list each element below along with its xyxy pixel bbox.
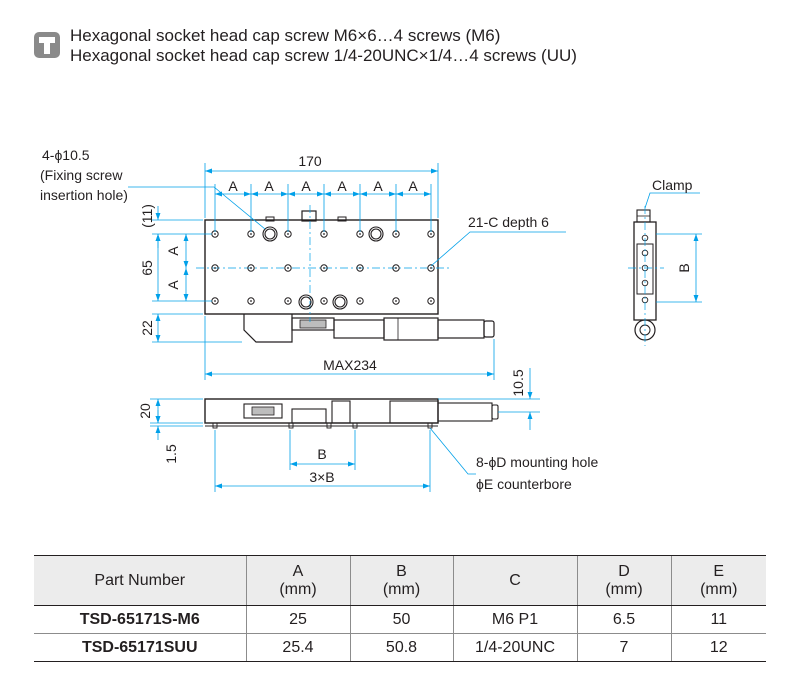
dim-65: 65 (139, 260, 155, 276)
col-d: D(mm) (576, 555, 671, 606)
cell-part-number: TSD-65171S-M6 (34, 605, 246, 634)
dim-b-end: B (676, 263, 692, 272)
dim-a-1: A (228, 178, 238, 194)
cell-b: 50 (349, 605, 453, 634)
dim-a-v1: A (165, 246, 181, 256)
col-a: A(mm) (245, 555, 350, 606)
cell-e: 11 (670, 605, 766, 634)
table-row: TSD-65171SUU 25.4 50.8 1/4-20UNC 7 12 (34, 633, 766, 662)
dim-a-v2: A (165, 280, 181, 290)
dimension-drawing: 170 A A A A A A (11) 65 22 A A MAX234 4-… (40, 147, 702, 492)
dim-max234: MAX234 (323, 357, 377, 373)
cell-e: 12 (670, 633, 766, 662)
dim-1-5: 1.5 (163, 444, 179, 464)
table-header-row: Part Number A(mm) B(mm) C D(mm) E(mm) (34, 555, 766, 606)
cell-a: 25 (245, 605, 350, 634)
cell-d: 7 (576, 633, 671, 662)
header: Hexagonal socket head cap screw M6×6…4 s… (34, 26, 774, 70)
col-e: E(mm) (670, 555, 766, 606)
col-c: C (452, 555, 577, 606)
cell-d: 6.5 (576, 605, 671, 634)
dim-a-5: A (373, 178, 383, 194)
front-view: 20 1.5 10.5 B 3×B 8-ϕD mounting hole ϕE … (137, 368, 598, 492)
cell-part-number: TSD-65171SUU (34, 633, 246, 662)
dim-a-2: A (264, 178, 274, 194)
dim-10-5: 10.5 (510, 369, 526, 396)
clamp-label: Clamp (652, 177, 693, 193)
screw-spec-uu: Hexagonal socket head cap screw 1/4-20UN… (70, 46, 577, 65)
cell-c: M6 P1 (452, 605, 577, 634)
dim-a-3: A (301, 178, 311, 194)
tap-label: 21-C depth 6 (468, 214, 549, 230)
dim-20: 20 (137, 403, 153, 419)
top-view: 170 A A A A A A (11) 65 22 A A MAX234 4-… (40, 147, 566, 380)
hole-note-1: (Fixing screw (40, 167, 123, 183)
hole-note-2: insertion hole) (40, 187, 128, 203)
hole-label: 4-ϕ10.5 (42, 147, 90, 163)
dim-3b: 3×B (309, 469, 334, 485)
counterbore-label: ϕE counterbore (476, 476, 572, 492)
mount-hole-label: 8-ϕD mounting hole (476, 454, 598, 470)
cell-a: 25.4 (245, 633, 350, 662)
dim-11: (11) (139, 204, 155, 228)
dim-22: 22 (139, 320, 155, 336)
spec-table: Part Number A(mm) B(mm) C D(mm) E(mm) TS… (34, 555, 766, 662)
dim-a-4: A (337, 178, 347, 194)
screw-icon (34, 32, 60, 58)
dim-a-6: A (408, 178, 418, 194)
table-row: TSD-65171S-M6 25 50 M6 P1 6.5 11 (34, 605, 766, 634)
cell-c: 1/4-20UNC (452, 633, 577, 662)
cell-b: 50.8 (349, 633, 453, 662)
dim-b-front: B (317, 446, 326, 462)
col-part-number: Part Number (34, 555, 246, 606)
col-b: B(mm) (349, 555, 453, 606)
screw-spec-m6: Hexagonal socket head cap screw M6×6…4 s… (70, 26, 501, 45)
screw-spec: Hexagonal socket head cap screw M6×6…4 s… (70, 26, 577, 66)
end-view: Clamp B (628, 177, 702, 346)
dim-170: 170 (298, 153, 322, 169)
